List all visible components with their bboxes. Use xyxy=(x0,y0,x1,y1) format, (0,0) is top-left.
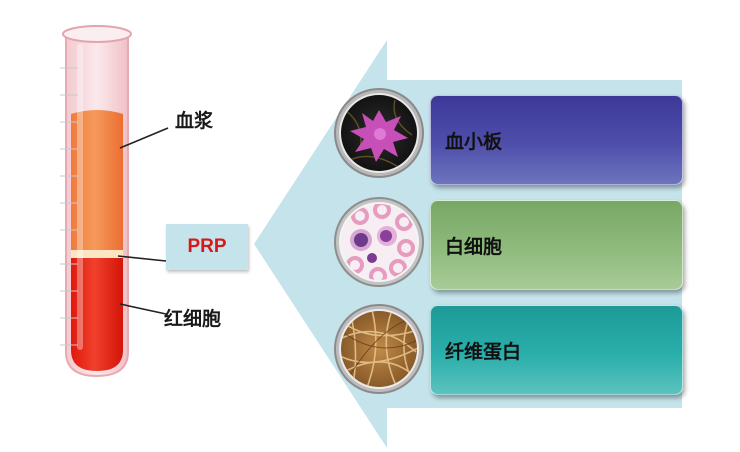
plasma-leader-line xyxy=(119,127,169,149)
prp-callout: PRP xyxy=(166,224,248,270)
platelet-micrograph xyxy=(334,88,424,178)
fibrin-micrograph xyxy=(334,304,424,394)
fibrin-panel: 纤维蛋白 xyxy=(430,305,683,395)
plasma-layer xyxy=(71,110,123,252)
leukocyte-micrograph xyxy=(334,197,424,287)
buffy-coat-layer xyxy=(71,250,123,259)
prp-leader-line xyxy=(117,255,167,262)
leukocyte-label: 白细胞 xyxy=(445,235,503,258)
plasma-label: 血浆 xyxy=(175,110,214,132)
test-tube xyxy=(60,25,132,378)
platelet-label: 血小板 xyxy=(445,130,503,153)
red-cell-label: 红细胞 xyxy=(164,308,222,330)
platelet-panel: 血小板 xyxy=(430,95,683,185)
prp-label: PRP xyxy=(187,236,227,257)
fibrin-label: 纤维蛋白 xyxy=(445,340,522,363)
red-cell-layer xyxy=(71,258,123,371)
rbc-leader-line xyxy=(119,303,167,315)
leukocyte-panel: 白细胞 xyxy=(430,200,683,290)
